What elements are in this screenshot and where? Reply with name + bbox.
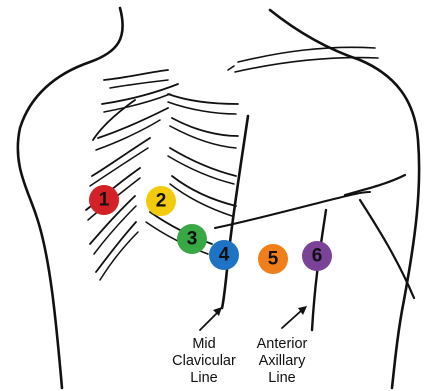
mid-clavicular-line bbox=[222, 116, 248, 308]
electrode-v6: 6 bbox=[302, 241, 332, 271]
mid-clavicular-label: Mid Clavicular Line bbox=[172, 336, 236, 386]
electrode-v1: 1 bbox=[89, 185, 119, 215]
anterior-axillary-arrow bbox=[282, 306, 307, 328]
electrode-v2-label: 2 bbox=[156, 191, 167, 212]
anterior-axillary-label: Anterior Axillary Line bbox=[257, 336, 308, 386]
anterior-axillary-label-line3: Line bbox=[268, 370, 295, 386]
mid-clavicular-label-line3: Line bbox=[190, 370, 217, 386]
electrode-v5: 5 bbox=[258, 244, 288, 274]
anterior-axillary-label-line1: Anterior bbox=[257, 336, 308, 352]
torso-outline bbox=[18, 8, 419, 388]
electrode-v1-label: 1 bbox=[99, 190, 110, 211]
anterior-axillary-label-line2: Axillary bbox=[259, 353, 306, 369]
mid-clavicular-arrow bbox=[200, 307, 222, 330]
electrode-v2: 2 bbox=[146, 186, 176, 216]
electrode-v4: 4 bbox=[209, 240, 239, 270]
electrode-v4-label: 4 bbox=[219, 245, 230, 266]
electrode-v6-label: 6 bbox=[312, 246, 323, 267]
electrode-v5-label: 5 bbox=[268, 249, 279, 270]
electrode-v3-label: 3 bbox=[187, 229, 198, 250]
mid-clavicular-label-line2: Clavicular bbox=[172, 353, 236, 369]
mid-clavicular-label-line1: Mid bbox=[192, 336, 215, 352]
electrode-v3: 3 bbox=[177, 224, 207, 254]
